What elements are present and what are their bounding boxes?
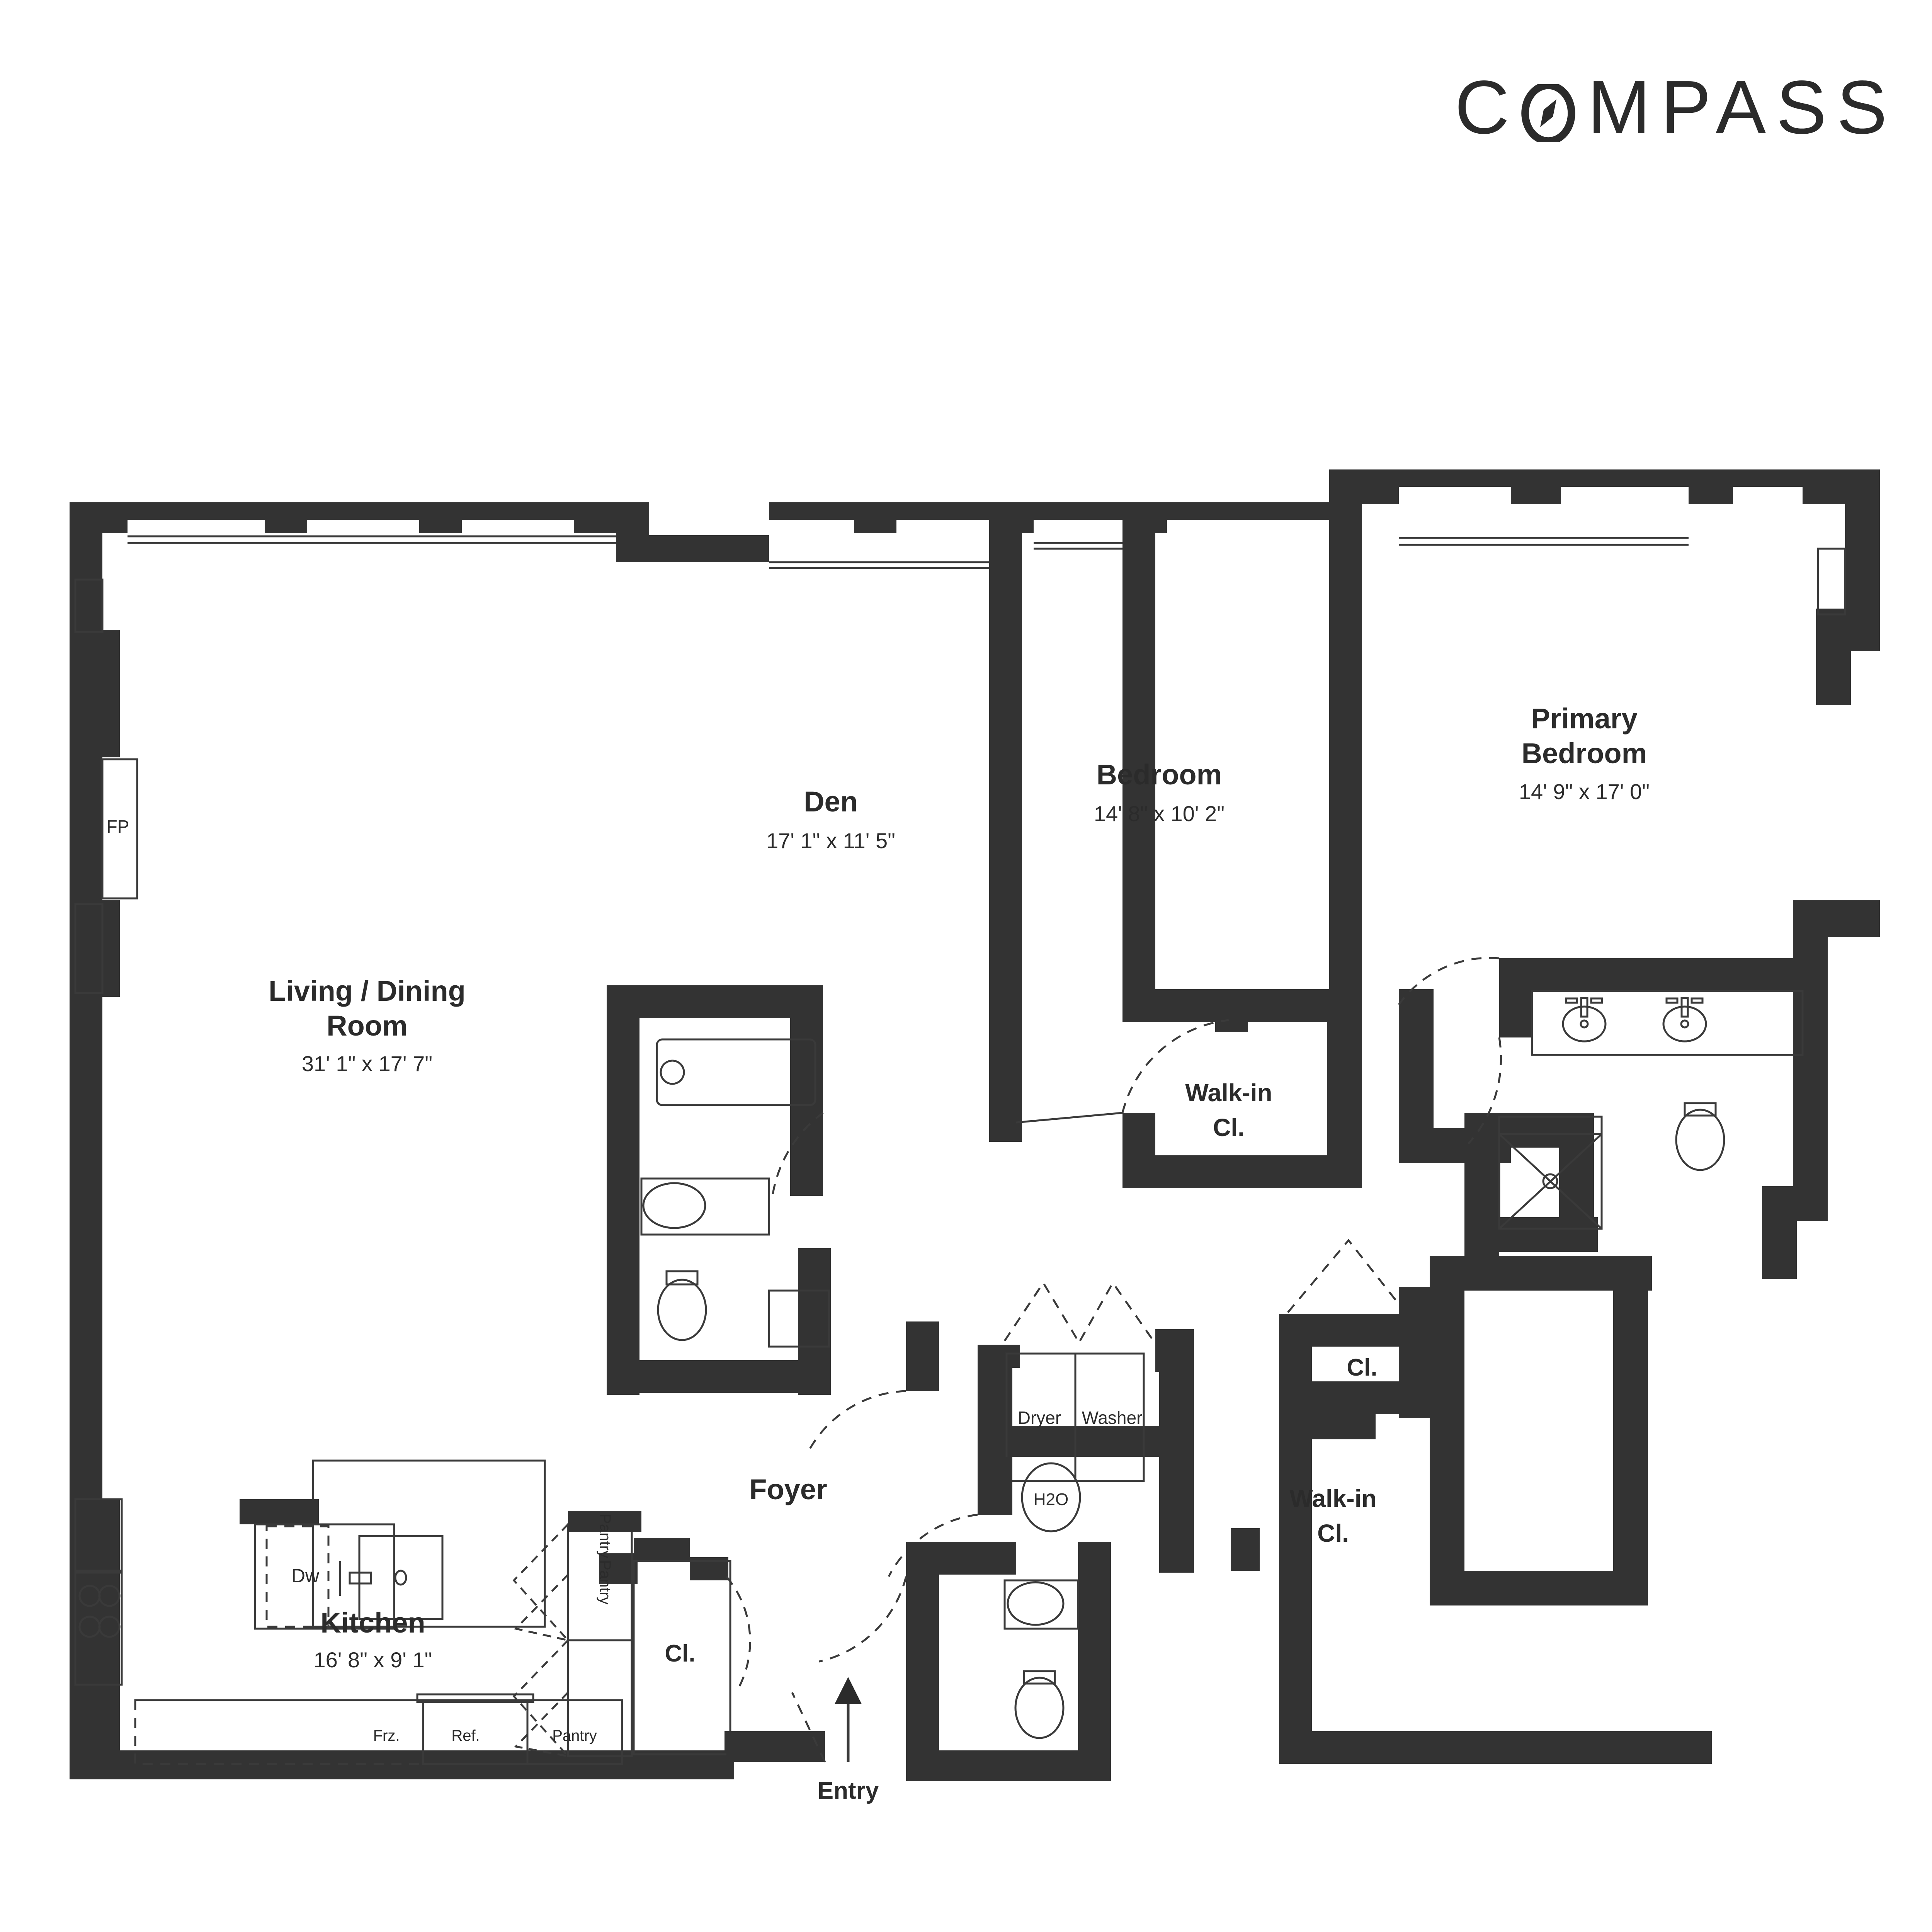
- laundry-closet-walls: [978, 1329, 1194, 1457]
- toilet-icon: [657, 1279, 707, 1341]
- door-swing-powder: [819, 1576, 907, 1663]
- area-label-closet-hall: Cl.: [1347, 1354, 1377, 1381]
- area-label-walkin-primary-1: Walk-in: [1289, 1485, 1376, 1512]
- brand-letter-c: C: [1454, 65, 1520, 150]
- room-label-primary: Primary: [1531, 702, 1638, 735]
- fixture-label-water-heater: H2O: [1034, 1490, 1068, 1509]
- door-swing-closet: [726, 1576, 751, 1693]
- pantry-cabinets: [512, 1511, 641, 1757]
- room-dim-kitchen: 16' 8" x 9' 1": [313, 1648, 432, 1672]
- wall-foyer-east: [906, 1321, 939, 1391]
- fixture-label-pantry-bottom: Pantry: [552, 1727, 597, 1744]
- wall-exterior-north: [70, 469, 1880, 562]
- walkin-closet-primary-walls: [1279, 989, 1712, 1764]
- area-label-foyer: Foyer: [749, 1473, 827, 1505]
- fixture-label-pantry-vertical-2: Pantry: [597, 1514, 614, 1558]
- vanity-sink-left-icon: [1562, 1005, 1607, 1043]
- fixture-label-washer: Washer: [1082, 1408, 1143, 1428]
- kitchen-sink-icon: [358, 1535, 444, 1620]
- area-label-entry: Entry: [818, 1777, 879, 1804]
- fixture-label-dryer: Dryer: [1018, 1408, 1061, 1428]
- room-label-primary-2: Bedroom: [1522, 737, 1647, 769]
- entry-arrow-icon: [726, 1677, 862, 1763]
- shower-icon: [1498, 1116, 1603, 1230]
- compass-needle-icon: [1519, 78, 1577, 145]
- walkin-closet-bedroom-walls: [1122, 989, 1362, 1188]
- door-swing-dryer: [1003, 1281, 1079, 1342]
- kitchen-island: [312, 1459, 546, 1628]
- wall-bedroom-east: [1329, 504, 1362, 991]
- powder-sink-icon: [1007, 1581, 1065, 1626]
- room-dim-primary: 14' 9" x 17' 0": [1519, 779, 1650, 804]
- hall-bath-walls: [607, 985, 831, 1395]
- cooktop-icon: [74, 1571, 123, 1686]
- room-label-living-dining-2: Room: [327, 1010, 408, 1042]
- wall-exterior-east: [1845, 524, 1880, 609]
- fixture-label-freezer: Frz.: [373, 1727, 400, 1744]
- fixture-label-dishwasher: Dw: [291, 1565, 320, 1587]
- room-dim-living-dining: 31' 1" x 17' 7": [302, 1051, 432, 1076]
- room-label-den: Den: [804, 786, 858, 818]
- fixture-label-fireplace: FP: [107, 816, 129, 837]
- area-label-walkin-bedroom-1: Walk-in: [1185, 1079, 1272, 1107]
- water-heater-icon: [1021, 1462, 1081, 1532]
- primary-toilet-icon: [1675, 1109, 1725, 1171]
- sink-icon: [642, 1182, 706, 1229]
- compass-logo: C MPASS: [1455, 70, 1897, 145]
- door-swing-washer: [1079, 1281, 1155, 1342]
- door-swing-foyer: [806, 1390, 906, 1454]
- room-dim-bedroom: 14' 8" x 10' 2": [1094, 801, 1225, 826]
- double-vanity: [1531, 990, 1804, 1056]
- wall-den-west: [989, 520, 1022, 1126]
- refrigerator-icon: [422, 1699, 529, 1765]
- door-swing-hall-closet: [1286, 1239, 1407, 1315]
- powder-toilet-icon: [1014, 1677, 1065, 1739]
- closet-post: [1231, 1528, 1260, 1571]
- fixture-label-pantry-vertical-1: Pantry: [597, 1560, 614, 1605]
- area-label-walkin-bedroom-2: Cl.: [1213, 1114, 1245, 1141]
- powder-room-walls: [906, 1542, 1111, 1781]
- dishwasher-icon: [265, 1525, 330, 1628]
- area-label-closet-foyer: Cl.: [665, 1640, 695, 1667]
- bathtub-icon: [656, 1038, 816, 1106]
- primary-bath-walls: [1464, 958, 1793, 1287]
- brand-letters-mpass: MPASS: [1587, 65, 1897, 150]
- brand-wordmark: C MPASS: [1455, 70, 1897, 145]
- room-label-living-dining: Living / Dining: [269, 975, 466, 1007]
- wall-bedroom-west: [1122, 520, 1155, 1018]
- room-label-bedroom: Bedroom: [1097, 759, 1222, 791]
- area-label-walkin-primary-2: Cl.: [1317, 1519, 1349, 1547]
- room-label-kitchen: Kitchen: [320, 1607, 425, 1639]
- vanity-sink-right-icon: [1662, 1005, 1707, 1043]
- room-dim-den: 17' 1" x 11' 5": [766, 828, 895, 853]
- fixture-label-refrigerator: Ref.: [451, 1727, 480, 1744]
- door-swing-primary-bath: [1468, 1037, 1502, 1145]
